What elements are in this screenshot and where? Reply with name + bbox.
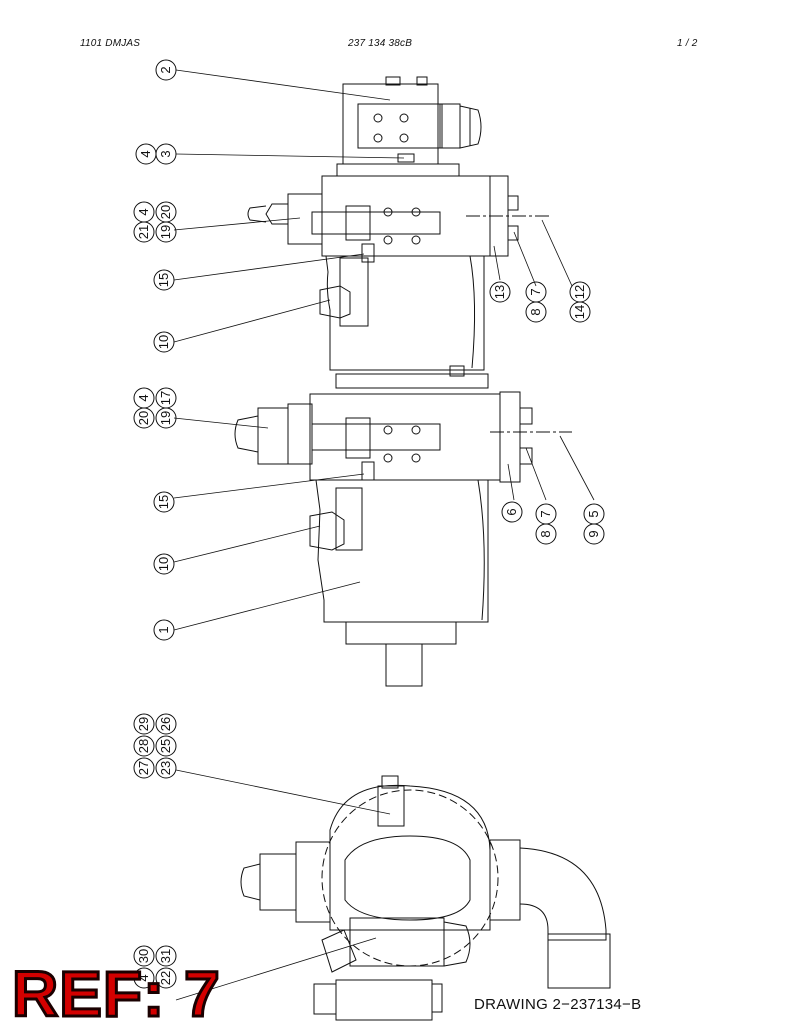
svg-text:29: 29	[136, 717, 151, 731]
header-document-number: 237 134 38cB	[348, 38, 413, 49]
svg-text:26: 26	[158, 717, 173, 731]
svg-text:20: 20	[158, 205, 173, 219]
leader-lines	[173, 69, 595, 1001]
header-page-number: 1 / 2	[677, 38, 698, 49]
svg-text:27: 27	[136, 761, 151, 775]
callout-6: 6	[501, 501, 523, 523]
svg-text:22: 22	[158, 971, 173, 985]
callout-4-3: 4 3	[135, 143, 177, 165]
svg-text:14: 14	[572, 305, 587, 319]
callout-8-7-upper: 8 7	[525, 281, 547, 323]
svg-text:8: 8	[538, 530, 553, 537]
svg-text:28: 28	[136, 739, 151, 753]
svg-text:7: 7	[538, 510, 553, 517]
drawing-number-label: DRAWING 2−237134−B	[474, 996, 642, 1013]
svg-text:17: 17	[158, 391, 173, 405]
callout-1: 1	[153, 619, 175, 641]
callout-10-upper: 10	[153, 331, 175, 353]
callout-15-upper: 15	[153, 269, 175, 291]
callout-8-7-lower: 8 7	[535, 503, 557, 545]
svg-text:4: 4	[136, 208, 151, 215]
svg-text:9: 9	[586, 530, 601, 537]
svg-text:15: 15	[156, 495, 171, 509]
svg-text:31: 31	[158, 949, 173, 963]
svg-text:30: 30	[136, 949, 151, 963]
svg-text:1: 1	[156, 626, 171, 633]
svg-text:2: 2	[158, 66, 173, 73]
svg-text:20: 20	[136, 411, 151, 425]
svg-text:13: 13	[492, 285, 507, 299]
svg-text:10: 10	[156, 335, 171, 349]
svg-text:23: 23	[158, 761, 173, 775]
svg-text:3: 3	[158, 150, 173, 157]
svg-text:12: 12	[572, 285, 587, 299]
callout-14-12: 14 12	[569, 281, 591, 323]
callout-21-4-19-20: 21 4 19 20	[133, 201, 177, 243]
header-left-code: 1101 DMJAS	[80, 38, 141, 49]
svg-text:25: 25	[158, 739, 173, 753]
callout-13: 13	[489, 281, 511, 303]
callout-10-lower: 10	[153, 553, 175, 575]
callout-9-5: 9 5	[583, 503, 605, 545]
svg-text:5: 5	[586, 510, 601, 517]
svg-text:4: 4	[136, 394, 151, 401]
callout-20-4-19-17: 20 4 19 17	[133, 387, 177, 429]
svg-text:4: 4	[138, 150, 153, 157]
svg-text:7: 7	[528, 288, 543, 295]
end-view-assembly	[240, 775, 611, 1021]
svg-text:19: 19	[158, 411, 173, 425]
svg-text:15: 15	[156, 273, 171, 287]
lower-pump-body	[234, 391, 572, 687]
svg-text:8: 8	[528, 308, 543, 315]
svg-text:6: 6	[504, 508, 519, 515]
callout-2: 2	[155, 59, 177, 81]
callout-15-lower: 15	[153, 491, 175, 513]
ref-stamp: REF: 7	[11, 958, 222, 1030]
svg-text:19: 19	[158, 225, 173, 239]
upper-pump-body	[247, 175, 550, 389]
svg-text:21: 21	[136, 225, 151, 239]
svg-text:10: 10	[156, 557, 171, 571]
callout-27-28-29-23-25-26: 27 28 29 23 25 26	[133, 713, 177, 779]
callout-30-4-22-31: 30 4 22 31	[133, 945, 177, 989]
upper-valve-block	[336, 76, 482, 177]
svg-text:4: 4	[136, 974, 151, 981]
